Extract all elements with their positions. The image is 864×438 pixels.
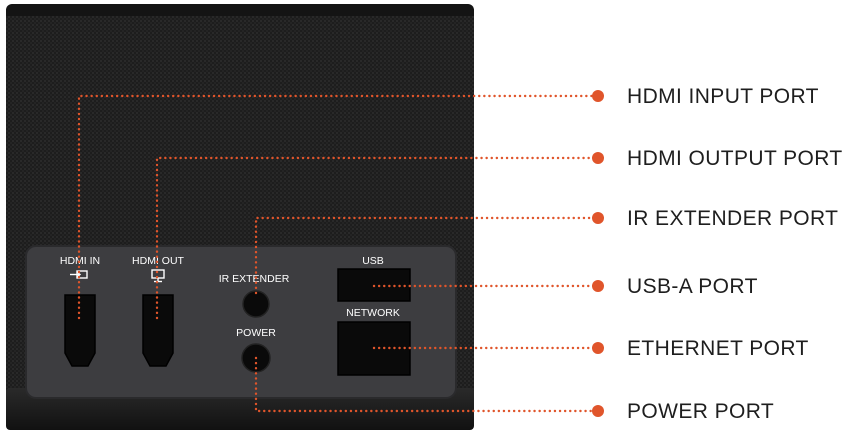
hdmi-out-port [142,294,174,367]
input-arrow-icon [70,270,88,279]
callout-label-ethernet: ETHERNET PORT [627,337,809,360]
hdmi-in-label: HDMI IN [60,255,100,267]
monitor-icon [151,269,165,283]
leader-ir-extender [254,216,600,295]
callout-label-hdmi-input: HDMI INPUT PORT [627,85,819,108]
callout-label-hdmi-output: HDMI OUTPUT PORT [627,147,843,170]
leader-hdmi-output [155,156,600,320]
callout-dot-usb-a [592,280,604,292]
power-label: POWER [236,327,276,339]
callout-dot-hdmi-output [592,152,604,164]
ir-extender-port [242,290,270,318]
port-panel: HDMI IN HDMI OUT IR EXTENDER POWER USB N… [25,245,457,399]
callout-dot-ethernet [592,342,604,354]
callout-label-ir-extender: IR EXTENDER PORT [627,207,839,230]
callout-label-usb-a: USB-A PORT [627,275,758,298]
hdmi-out-label: HDMI OUT [132,255,184,267]
callout-dot-power [592,405,604,417]
hdmi-in-port [64,294,96,367]
callout-leaders [77,94,600,413]
ir-extender-label: IR EXTENDER [219,273,290,285]
callout-dot-ir-extender [592,212,604,224]
callout-dot-hdmi-input [592,90,604,102]
usb-label: USB [362,255,384,267]
callout-dots [592,90,604,417]
leader-power [254,356,600,413]
network-label: NETWORK [346,307,400,319]
callout-label-power: POWER PORT [627,400,775,423]
